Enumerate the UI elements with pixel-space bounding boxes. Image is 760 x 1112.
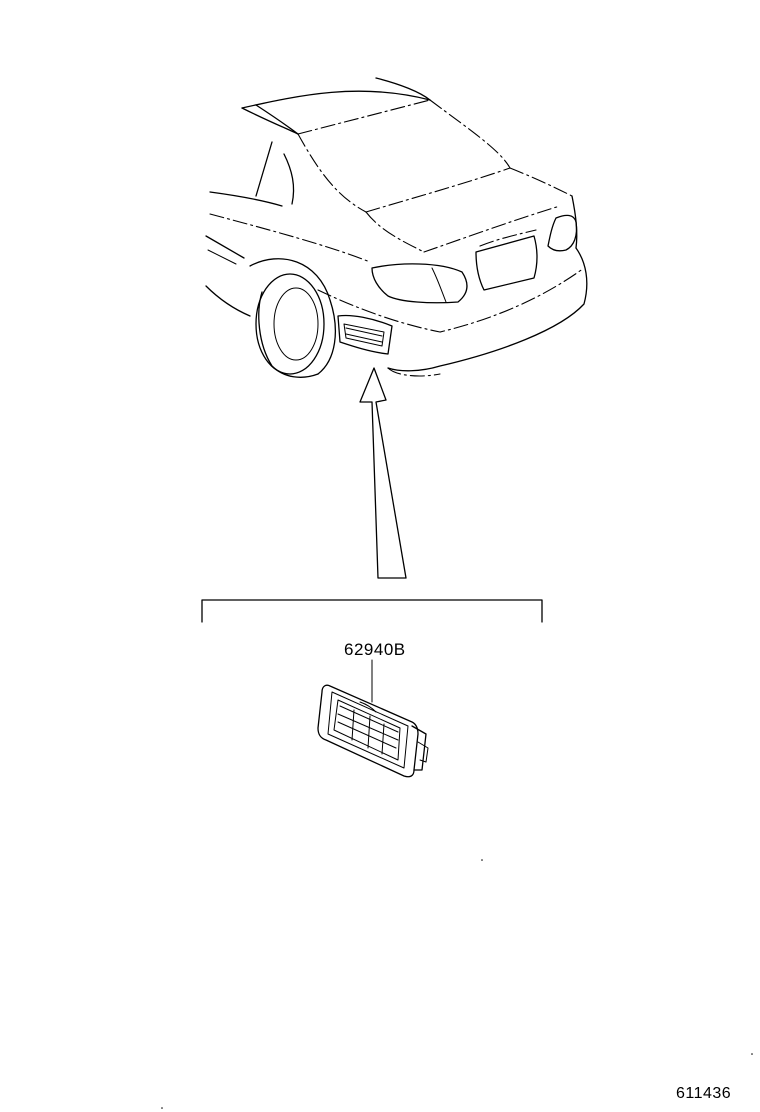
car-rear-illustration (205, 77, 588, 378)
speck (161, 1107, 163, 1109)
diagram-id: 611436 (676, 1085, 732, 1102)
speck (751, 1053, 753, 1055)
arrow-up-icon (359, 367, 407, 579)
speck (481, 859, 483, 861)
duct-part-illustration (317, 684, 429, 778)
part-number-label[interactable]: 62940B (344, 640, 406, 659)
assembly-bracket (201, 599, 543, 623)
